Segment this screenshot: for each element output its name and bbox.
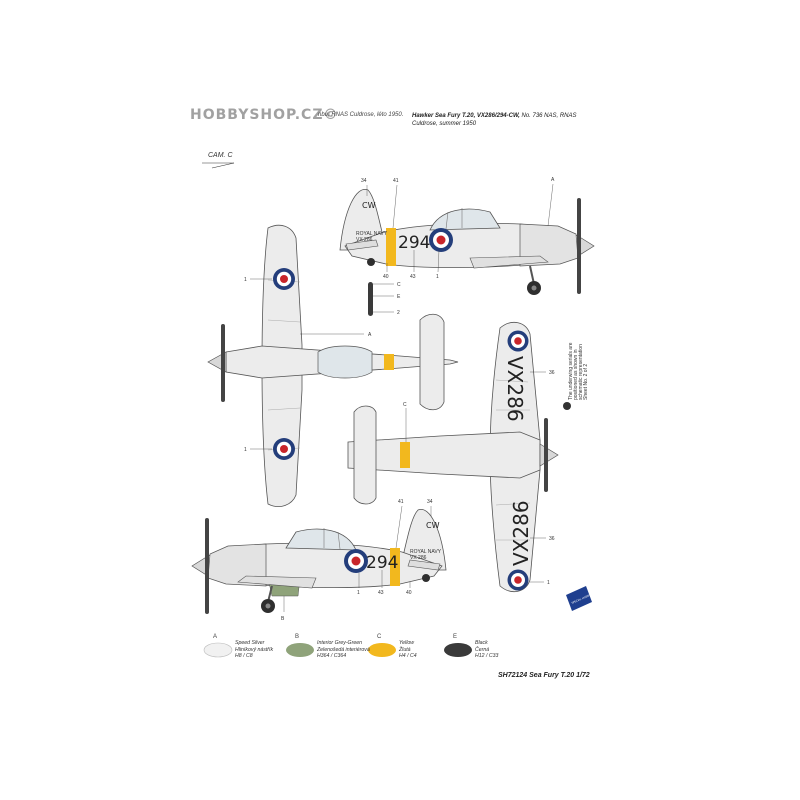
legend-b-line2: Zelenošedá interiérová [317, 646, 370, 653]
side-code-bottom: 294 [366, 553, 398, 573]
callouts-top: 34 41 40 43 1 A [361, 177, 555, 280]
stencil-note-3: schematic representation [578, 344, 584, 400]
side-view-bottom: 294 CW ROYAL NAVY VX 286 [191, 509, 447, 614]
stencil-note: The underwing serials are positioned as … [563, 342, 589, 410]
callout-36-lower: 36 [549, 536, 555, 542]
propeller-blade-detail: C E 2 [368, 282, 401, 316]
header-right-caption: Hawker Sea Fury T.20, VX286/294-CW, No. … [412, 112, 590, 128]
legend-e: E Black Černá H12 / C33 [453, 634, 498, 660]
top-view [207, 224, 459, 507]
legend-e-line1: Black [475, 639, 488, 646]
callout-e-blade: E [397, 294, 401, 300]
legend-b-line1: Interior Grey-Green [317, 639, 362, 646]
callout-2-blade: 2 [397, 310, 400, 316]
stencil-note-1: The underwing serials are [568, 342, 574, 400]
legend-b-key: B [295, 634, 300, 640]
stencil-bottom-1: ROYAL NAVY [410, 549, 442, 555]
callout-c-blade: C [397, 282, 401, 288]
legend-e-line3: H12 / C33 [475, 653, 499, 660]
stencil-note-2: positioned as shown in [573, 349, 579, 400]
header-right-rest: No. 736 NAS, RNAS Culdrose, summer 1950 [412, 113, 577, 127]
swatch-c [368, 643, 396, 657]
unit-code-top: CW [362, 201, 376, 210]
stencil-top-2: VX 286 [356, 237, 373, 243]
underwing-serial-lower: VX286 [509, 500, 533, 566]
legend-c-line1: Yellow [399, 639, 414, 646]
legend-a-line2: Hliníkový nástřík [235, 646, 274, 653]
side-view-top: 294 CW ROYAL NAVY VX 286 [339, 189, 595, 295]
swatch-a [203, 642, 233, 658]
callout-1-underside: 1 [547, 580, 550, 586]
callout-c-underside: C [403, 402, 407, 408]
legend-swatches [203, 642, 472, 658]
camouflage-label: CAM. C [208, 152, 233, 159]
callout-1-wing-upper: 1 [244, 277, 247, 283]
callout-1-top: 1 [436, 274, 439, 280]
unit-code-bottom: CW [426, 521, 440, 530]
swatch-e [444, 643, 472, 657]
callout-43-top: 43 [410, 274, 416, 280]
callout-a-top-view: A [368, 332, 372, 338]
legend-c: C Yellow Žlutá H4 / C4 [377, 634, 417, 660]
legend-e-key: E [453, 634, 458, 640]
legend-a: A Speed Silver Hliníkový nástřík H8 / C8 [213, 634, 273, 660]
legend-a-key: A [213, 634, 218, 640]
callout-34-top: 34 [361, 178, 367, 184]
stencil-note-4: Sheet No. 2 of 2 [583, 364, 589, 400]
callout-1-bottom: 1 [357, 590, 360, 596]
stencil-bottom-2: VX 286 [410, 555, 427, 561]
legend-e-line2: Černá [475, 646, 490, 653]
side-code-top: 294 [398, 233, 430, 253]
legend-c-key: C [377, 634, 382, 640]
watermark: HOBBYSHOP.CZ© [190, 107, 339, 123]
callout-40-bottom: 40 [406, 590, 412, 596]
callout-41-top: 41 [393, 178, 399, 184]
callouts-underside: 36 36 1 C [403, 370, 555, 586]
callout-40-top: 40 [383, 274, 389, 280]
special-hobby-badge: SPECIAL HOBBY [566, 586, 592, 611]
callout-1-wing-lower: 1 [244, 447, 247, 453]
callout-a-top: A [551, 177, 555, 183]
legend-a-line3: H8 / C8 [235, 653, 253, 660]
callouts-bottom: 41 34 1 43 40 B [281, 499, 433, 622]
stencil-top-1: ROYAL NAVY [356, 231, 388, 237]
footer-title: SH72124 Sea Fury T.20 1/72 [498, 672, 590, 679]
callout-43-bottom: 43 [378, 590, 384, 596]
legend-c-line3: H4 / C4 [399, 653, 417, 660]
legend-c-line2: Žlutá [399, 646, 411, 653]
underside-view: VX286 VX286 [347, 321, 559, 593]
header-right-bold: Hawker Sea Fury T.20, VX286/294-CW, [412, 113, 520, 119]
header-left-caption: nbu, RNAS Culdrose, léto 1950. [318, 112, 404, 118]
swatch-b [286, 643, 314, 657]
callout-41-bottom: 41 [398, 499, 404, 505]
callout-34-bottom: 34 [427, 499, 433, 505]
underwing-serial-upper: VX286 [503, 356, 527, 422]
callout-b-bottom: B [281, 616, 285, 622]
callouts-top-view: 1 1 A [244, 277, 372, 453]
legend-a-line1: Speed Silver [235, 639, 265, 646]
callout-36-upper: 36 [549, 370, 555, 376]
legend-b-line3: H364 / C364 [317, 653, 347, 660]
legend-b: B Interior Grey-Green Zelenošedá interié… [295, 634, 370, 660]
